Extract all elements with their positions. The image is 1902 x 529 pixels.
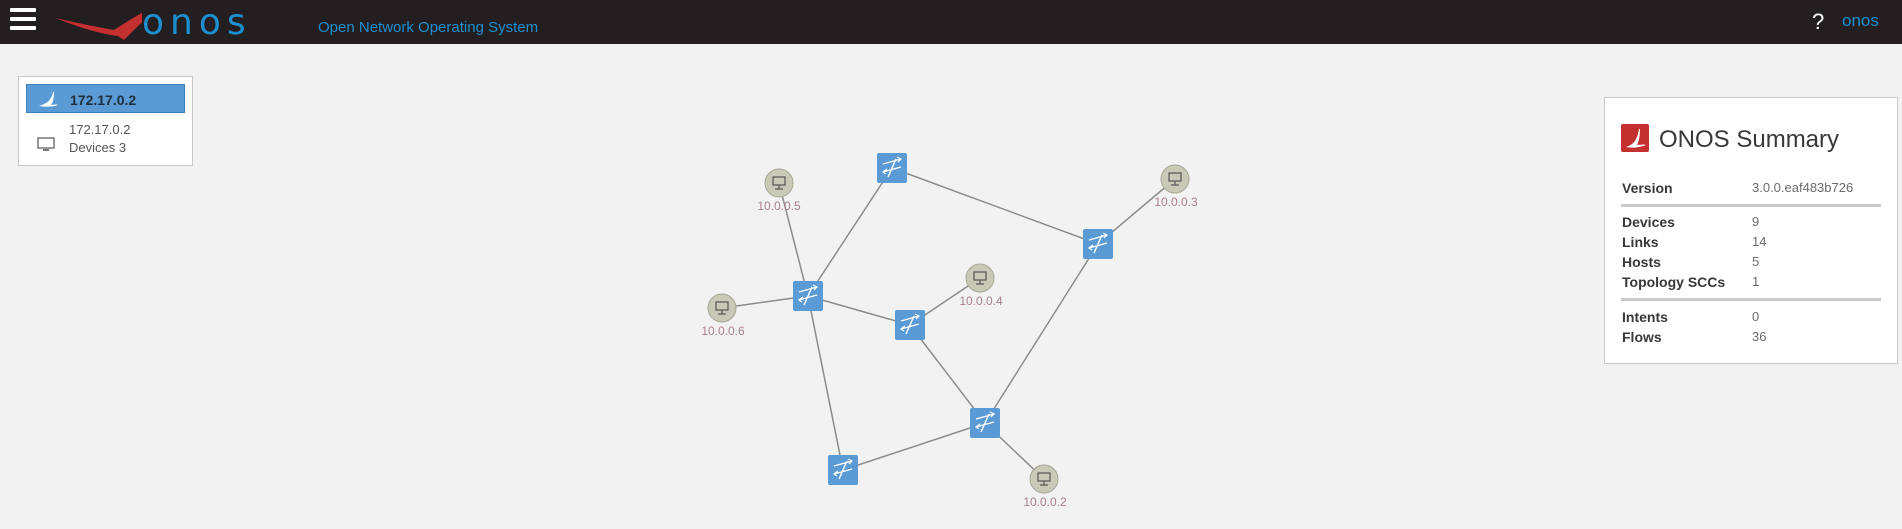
switch-device[interactable] [970,408,1000,438]
host-node[interactable] [965,263,995,293]
links-label: Links [1622,234,1659,250]
host-label: 10.0.0.5 [757,199,801,213]
summary-row-hosts: Hosts 5 [1622,254,1882,274]
host-node[interactable] [1160,164,1190,194]
host-node[interactable] [707,293,737,323]
menu-bar [10,26,36,30]
onos-logo-icon [1621,124,1649,152]
switch-device[interactable] [877,153,907,183]
instance-panel: 172.17.0.2 172.17.0.2 Devices 3 [18,76,193,166]
instance-ip: 172.17.0.2 [69,122,131,137]
summary-row-flows: Flows 36 [1622,329,1882,349]
summary-row-sccs: Topology SCCs 1 [1622,274,1882,294]
summary-row-links: Links 14 [1622,234,1882,254]
host-label: 10.0.0.2 [1023,495,1067,509]
flows-value: 36 [1752,329,1767,344]
divider [1621,298,1881,301]
version-value: 3.0.0.eaf483b726 [1752,180,1854,195]
switch-device[interactable] [793,281,823,311]
hosts-label: Hosts [1622,254,1661,270]
host-node[interactable] [1029,464,1059,494]
nav-menu-button[interactable] [10,8,36,34]
menu-bar [10,8,36,12]
switch-device[interactable] [895,310,925,340]
monitor-icon [37,137,55,151]
link[interactable] [807,295,911,326]
host-node[interactable] [764,168,794,198]
link[interactable] [778,182,809,297]
devices-value: 9 [1752,214,1760,229]
link[interactable] [984,243,1099,424]
host-label: 10.0.0.3 [1154,195,1198,209]
summary-row-devices: Devices 9 [1622,214,1882,234]
host-label: 10.0.0.4 [959,294,1003,308]
links-value: 14 [1752,234,1767,249]
links [721,167,1176,480]
onos-bird-icon [39,92,58,107]
onos-logo-wordmark: onos [142,2,252,43]
instance-device-count: Devices 3 [69,140,127,155]
version-label: Version [1622,180,1673,196]
devices-label: Devices [1622,214,1675,230]
onos-bird-logo-icon [56,12,142,40]
menu-bar [10,17,36,21]
summary-title: ONOS Summary [1659,126,1840,153]
sccs-value: 1 [1752,274,1760,289]
hosts-value: 5 [1752,254,1760,269]
intents-label: Intents [1622,309,1668,325]
link[interactable] [891,167,1099,245]
divider [1621,204,1881,207]
summary-row-intents: Intents 0 [1622,309,1882,329]
summary-panel: ONOS Summary Version 3.0.0.eaf483b726 De… [1604,97,1898,364]
topology-view[interactable]: 10.0.0.5 10.0.0.3 10.0.0.4 10.0.0.6 10.0… [0,44,1902,529]
sccs-label: Topology SCCs [1622,274,1726,290]
summary-row-version: Version 3.0.0.eaf483b726 [1622,180,1882,200]
link[interactable] [807,167,893,297]
link[interactable] [807,295,844,471]
instance-name: 172.17.0.2 [70,92,137,108]
intents-value: 0 [1752,309,1760,324]
logo-subtitle: Open Network Operating System [318,19,539,36]
switch-device[interactable] [828,455,858,485]
masthead: onos Open Network Operating System ? ono… [0,0,1902,44]
help-button[interactable]: ? [1812,9,1825,34]
instance-header[interactable]: 172.17.0.2 [26,84,185,113]
link[interactable] [909,324,986,424]
user-menu[interactable]: onos [1842,11,1879,30]
link[interactable] [842,422,986,471]
flows-label: Flows [1622,329,1662,345]
host-label: 10.0.0.6 [701,324,745,338]
switch-device[interactable] [1083,229,1113,259]
